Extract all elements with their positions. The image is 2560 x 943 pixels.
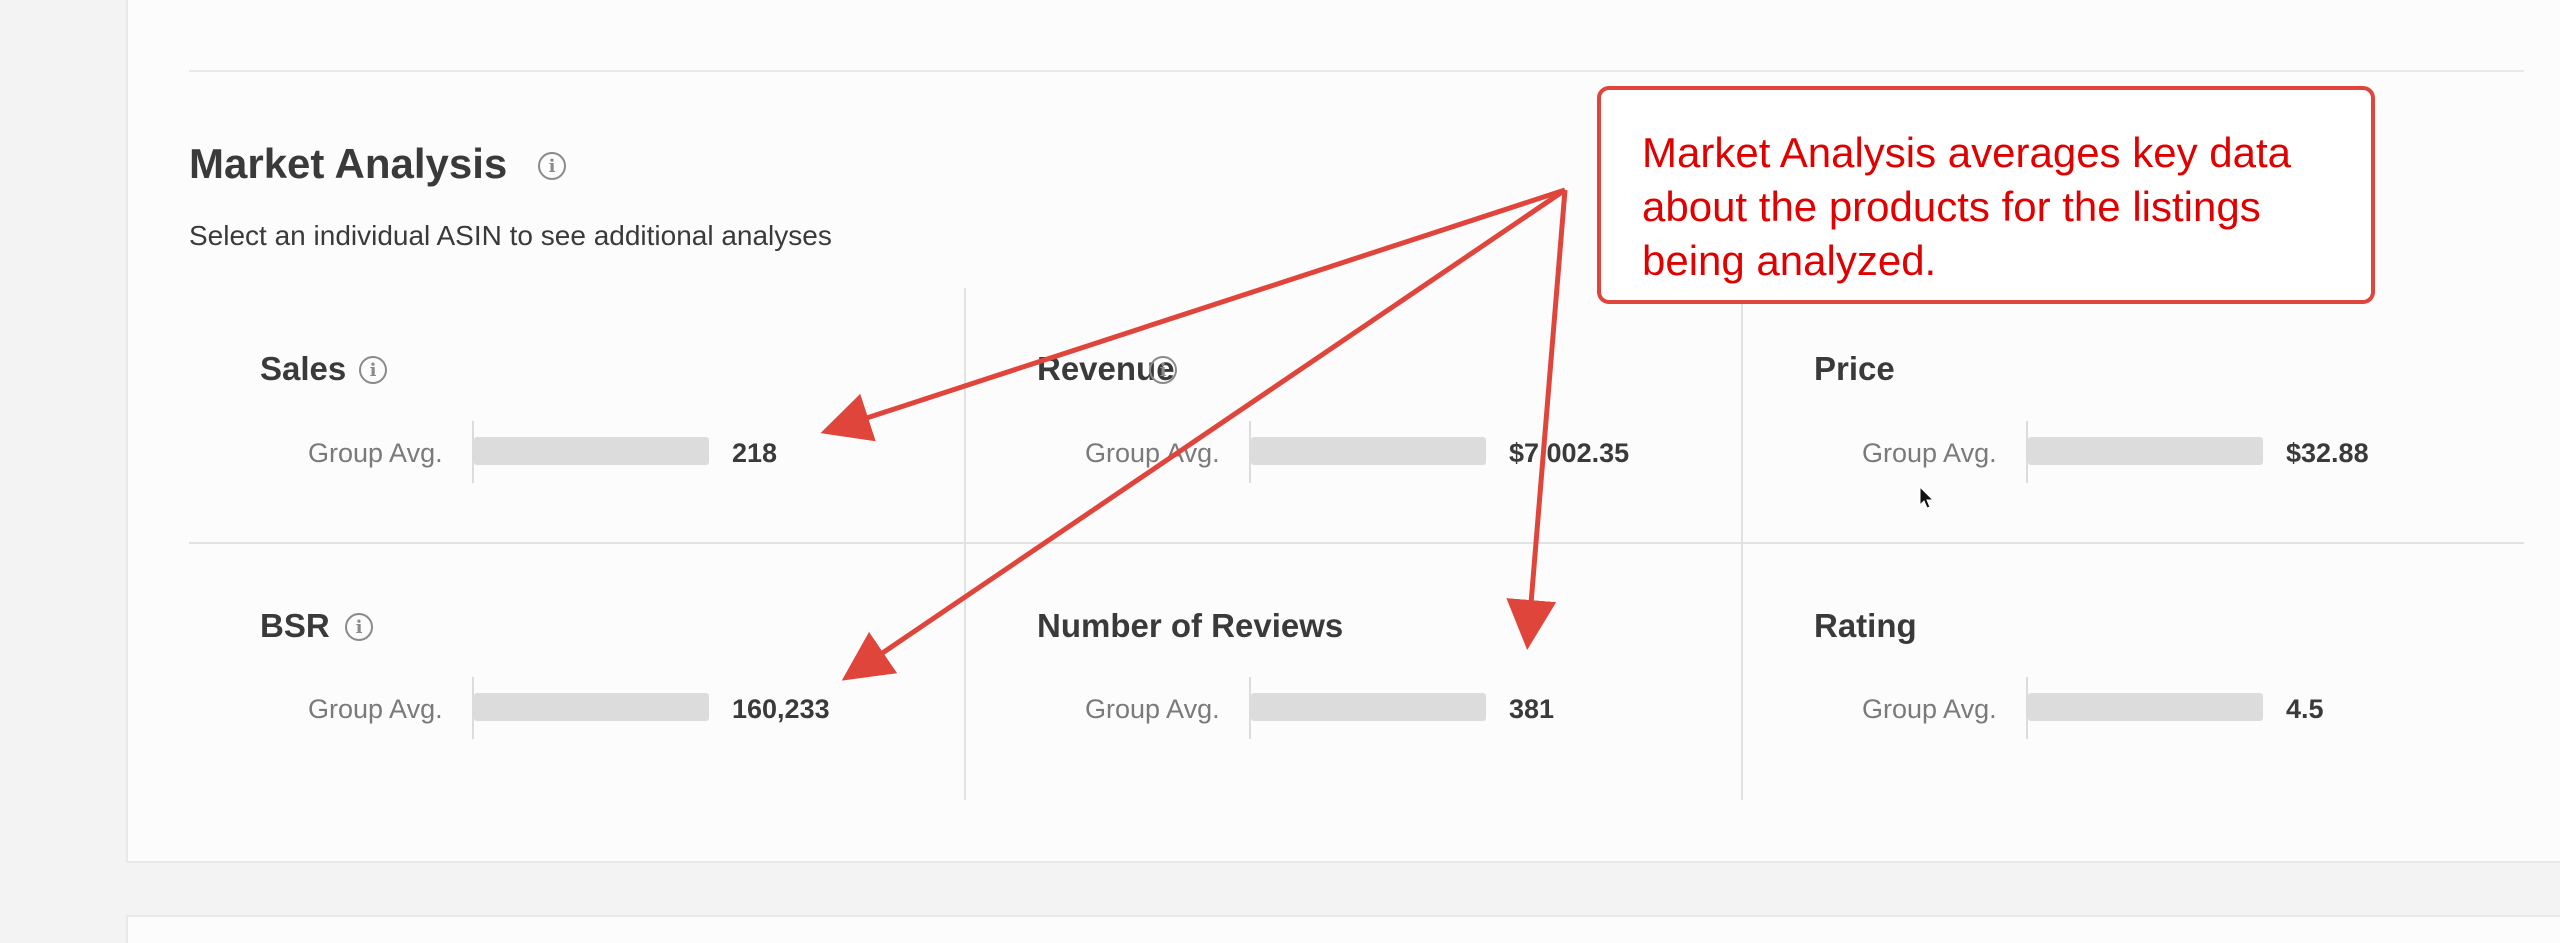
group-avg-value: 381 — [1509, 694, 1555, 724]
group-avg-bar — [1251, 693, 1486, 721]
metric-title: Sales — [260, 350, 347, 387]
section-title: Market Analysis — [189, 140, 508, 187]
metric-card-revenue: Revenue i Group Avg. $7,002.35 — [966, 288, 1742, 542]
bar-baseline — [472, 677, 474, 739]
group-avg-bar — [2028, 437, 2263, 465]
group-avg-value: 4.5 — [2286, 694, 2324, 724]
bar-baseline — [2026, 421, 2028, 483]
metric-title: Number of Reviews — [1037, 607, 1344, 644]
group-avg-bar — [474, 437, 709, 465]
metric-card-reviews: Number of Reviews Group Avg. 381 — [966, 544, 1742, 798]
column-divider — [1741, 288, 1743, 800]
section-divider — [189, 70, 2524, 72]
mouse-pointer-icon — [1919, 486, 1935, 509]
metric-card-rating: Rating Group Avg. 4.5 — [1743, 544, 2519, 798]
metrics-grid: Sales i Group Avg. 218 Revenue i Group A… — [189, 288, 2524, 800]
info-icon[interactable]: i — [359, 356, 387, 384]
group-avg-value: 218 — [732, 438, 778, 468]
metric-card-price: Price Group Avg. $32.88 — [1743, 288, 2519, 542]
bar-baseline — [2026, 677, 2028, 739]
info-icon[interactable]: i — [1149, 356, 1177, 384]
metric-title: Rating — [1814, 607, 1917, 644]
bar-baseline — [472, 421, 474, 483]
metric-card-sales: Sales i Group Avg. 218 — [189, 288, 965, 542]
group-avg-value: $32.88 — [2286, 438, 2369, 468]
bar-baseline — [1249, 677, 1251, 739]
group-avg-bar — [2028, 693, 2263, 721]
group-avg-label: Group Avg. — [1085, 438, 1220, 468]
metric-title: Price — [1814, 350, 1895, 387]
group-avg-bar — [1251, 437, 1486, 465]
annotation-callout: Market Analysis averages key data about … — [1597, 86, 2375, 304]
group-avg-label: Group Avg. — [308, 438, 443, 468]
group-avg-label: Group Avg. — [1085, 694, 1220, 724]
group-avg-bar — [474, 693, 709, 721]
group-avg-label: Group Avg. — [1862, 694, 1997, 724]
group-avg-label: Group Avg. — [308, 694, 443, 724]
metric-title: BSR — [260, 607, 330, 644]
info-icon[interactable]: i — [345, 613, 373, 641]
next-panel — [126, 915, 2560, 943]
group-avg-label: Group Avg. — [1862, 438, 1997, 468]
metric-card-bsr: BSR i Group Avg. 160,233 — [189, 544, 965, 798]
info-icon[interactable]: i — [538, 152, 566, 180]
group-avg-value: 160,233 — [732, 694, 830, 724]
group-avg-value: $7,002.35 — [1509, 438, 1630, 468]
section-subtitle: Select an individual ASIN to see additio… — [189, 220, 832, 251]
annotation-text: Market Analysis averages key data about … — [1642, 129, 2291, 284]
